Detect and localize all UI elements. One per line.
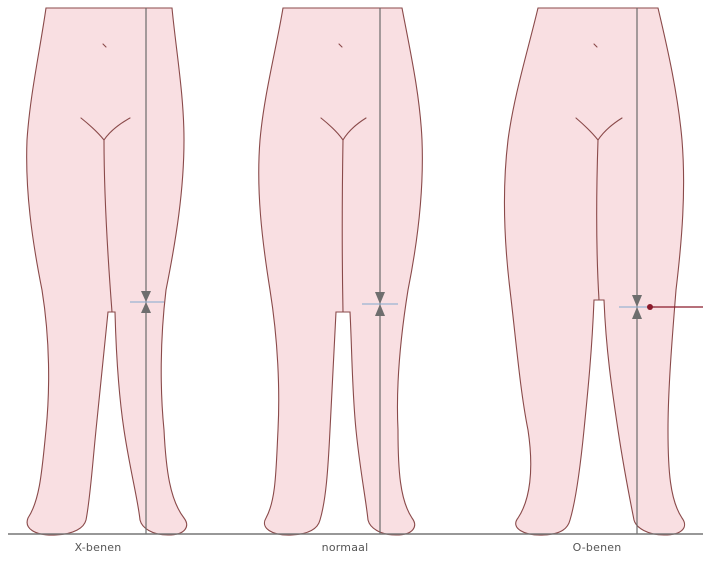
- caption-o-legs: O-benen: [537, 541, 657, 554]
- figure-o-legs: [504, 8, 703, 535]
- body-silhouette-x-legs: [27, 8, 187, 535]
- figure-normal: [259, 8, 423, 535]
- body-silhouette-normal: [259, 8, 423, 535]
- body-silhouette-o-legs: [504, 8, 684, 535]
- pointer-dot: [647, 304, 653, 310]
- caption-x-legs: X-benen: [38, 541, 158, 554]
- caption-normal: normaal: [285, 541, 405, 554]
- figure-x-legs: [27, 8, 187, 535]
